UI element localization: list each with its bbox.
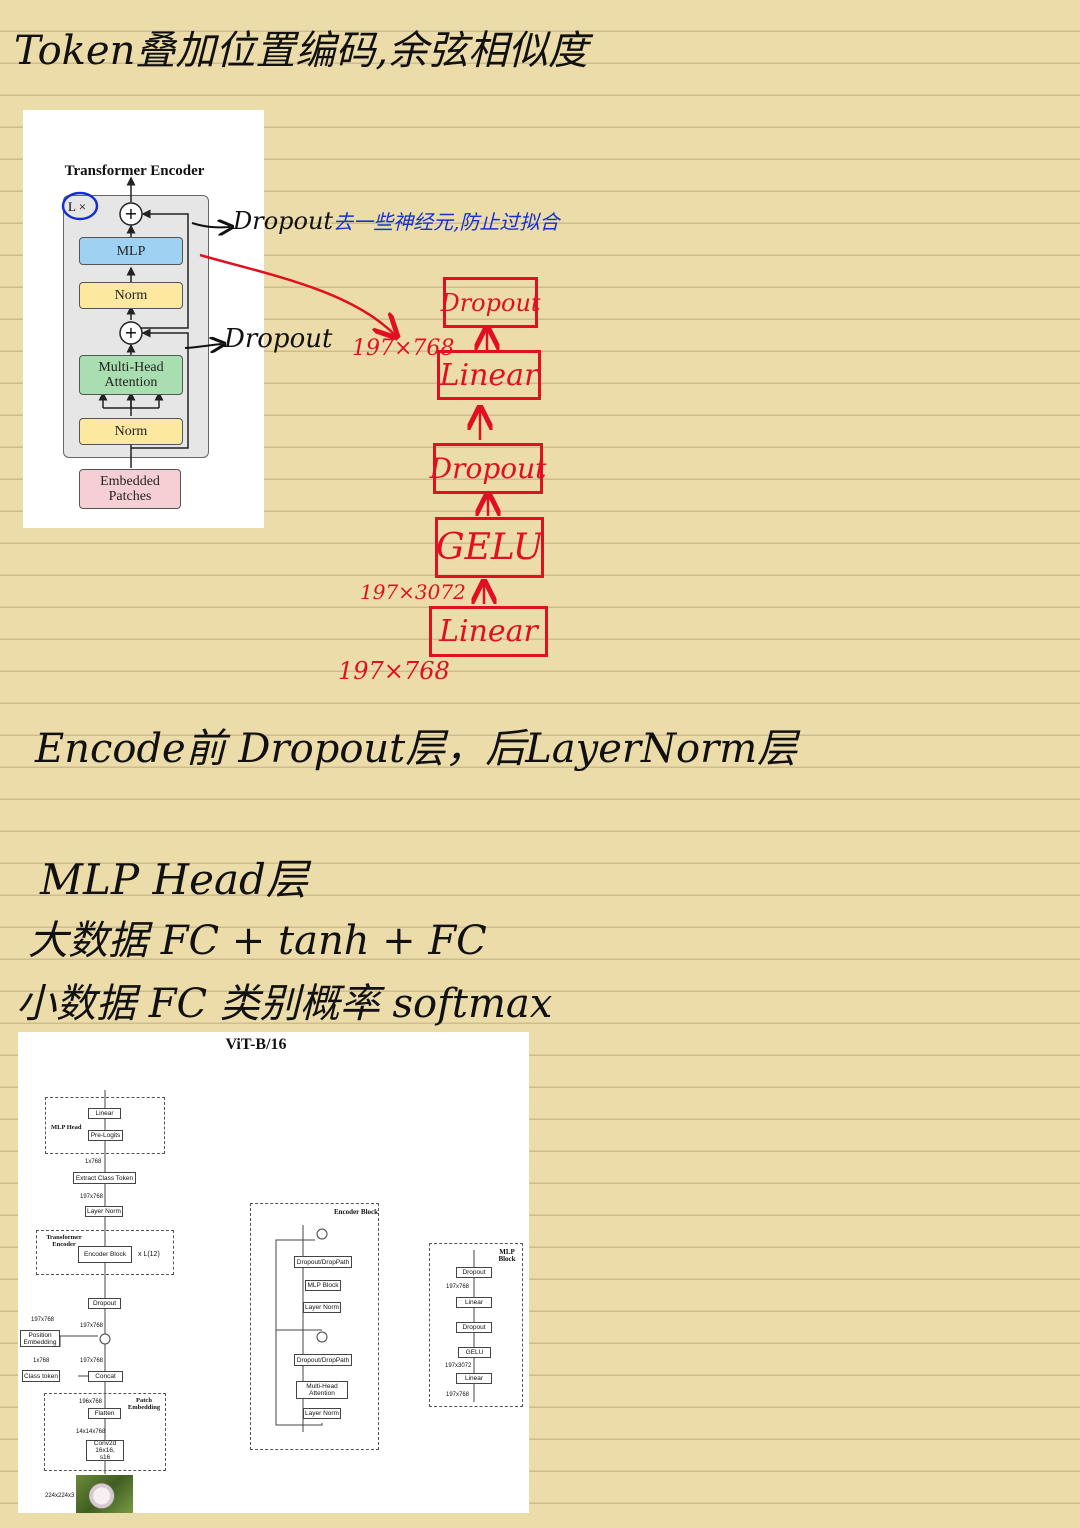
vit-dim-197x768-a: 197x768	[80, 1194, 104, 1200]
vit-concat-box: Concat	[88, 1371, 123, 1382]
vit-class-token-box: Class token	[22, 1370, 60, 1382]
encoder-connectors	[61, 176, 189, 468]
vit-eb-dropout-top: Dropout/DropPath	[294, 1256, 352, 1268]
small-data-note: 小数据 FC 类别概率 softmax	[16, 981, 553, 1027]
mlp-diagram-block-dropout-top: Dropout	[440, 277, 541, 328]
dropout-note-top-label: Dropout	[233, 207, 334, 235]
vit-input-image	[76, 1475, 133, 1513]
big-data-note: 大数据 FC + tanh + FC	[28, 918, 487, 964]
vit-dim-14x14x768: 14x14x768	[76, 1429, 106, 1435]
vit-dim-197x768-d: 197x768	[80, 1358, 104, 1364]
vit-mlp-block-panel-label: MLP Block	[498, 1248, 516, 1263]
mlp-diagram-block-dropout-mid: Dropout	[430, 443, 546, 494]
vit-eb-layer-norm-bottom: Layer Norm	[303, 1408, 341, 1419]
mlp-box: MLP	[79, 237, 183, 265]
dropout-note-mid: Dropout	[224, 324, 333, 354]
vit-figure: ViT-B/16 MLP Head Linear Pre-Logits 1x76…	[18, 1032, 529, 1513]
vit-layer-norm-box: Layer Norm	[85, 1206, 123, 1217]
vit-mb-linear-top: Linear	[456, 1297, 492, 1308]
mlp-diagram-block-linear-top: Linear	[437, 350, 541, 400]
mlp-head-title: MLP Head层	[40, 855, 308, 904]
vit-mlp-head-group	[45, 1097, 165, 1154]
vit-transformer-encoder-label: Transformer Encoder	[46, 1234, 82, 1248]
vit-eb-dropout-bottom: Dropout/DropPath	[294, 1354, 352, 1366]
vit-mb-linear-bottom: Linear	[456, 1373, 492, 1384]
vit-encoder-block-panel	[250, 1203, 379, 1450]
vit-dropout-box: Dropout	[88, 1298, 121, 1309]
mha-box: Multi-Head Attention	[79, 355, 183, 395]
vit-mlp-block-panel	[429, 1243, 523, 1407]
vit-dim-1x768-b: 1x768	[33, 1358, 50, 1364]
vit-position-embedding-box: Position Embedding	[20, 1330, 60, 1347]
vit-flatten-box: Flatten	[88, 1408, 121, 1419]
dropout-note-top-desc: 去一些神经元,防止过拟合	[333, 210, 560, 234]
vit-mb-dim-a: 197x768	[446, 1284, 470, 1290]
vit-dim-197x768-b: 197x768	[31, 1317, 55, 1323]
vit-encoder-block-panel-label: Encoder Block	[334, 1208, 379, 1216]
vit-eb-layer-norm-top: Layer Norm	[303, 1302, 341, 1313]
vit-patch-embedding-label: Patch Embedding	[127, 1397, 161, 1411]
vit-linear-box: Linear	[88, 1108, 121, 1119]
dim-197x768-bottom: 197×768	[338, 657, 450, 685]
norm-bottom-box: Norm	[79, 418, 183, 445]
lx-label: L ×	[68, 199, 87, 214]
vit-mb-dim-c: 197x768	[446, 1392, 470, 1398]
mlp-diagram-block-linear-bottom: Linear	[429, 606, 548, 657]
plus-top: +	[124, 204, 138, 223]
vit-pre-logits-box: Pre-Logits	[88, 1130, 123, 1141]
vit-patch-embedding-group	[44, 1393, 166, 1471]
dropout-note-top: Dropout去一些神经元,防止过拟合	[233, 206, 559, 235]
vit-dim-197x768-c: 197x768	[80, 1323, 104, 1329]
vit-mlp-head-label: MLP Head	[51, 1124, 82, 1131]
vit-mb-gelu: GELU	[458, 1347, 491, 1358]
vit-xl-label: x L(12)	[138, 1251, 160, 1258]
vit-dim-1x768: 1x768	[85, 1159, 102, 1165]
vit-mb-dim-b: 197x3072	[445, 1363, 472, 1369]
vit-mb-dropout-mid: Dropout	[456, 1322, 492, 1333]
vit-mb-dropout-top: Dropout	[456, 1267, 492, 1278]
vit-extract-box: Extract Class Token	[73, 1172, 136, 1184]
vit-title: ViT-B/16	[225, 1036, 287, 1053]
vit-dim-196x768: 196x768	[79, 1399, 103, 1405]
vit-transformer-encoder-group	[36, 1230, 174, 1275]
vit-eb-mlp-block: MLP Block	[305, 1280, 341, 1291]
embedded-patches-box: Embedded Patches	[79, 469, 181, 509]
encoder-figure-title: Transformer Encoder	[64, 163, 205, 179]
transformer-encoder-figure: Transformer Encoder + + L × MLP Norm Mul…	[23, 110, 264, 528]
vit-dim-224: 224x224x3	[45, 1493, 75, 1499]
vit-eb-mha: Multi-Head Attention	[296, 1381, 348, 1399]
encode-note: Encode前 Dropout层，后LayerNorm层	[35, 726, 798, 772]
mlp-diagram-block-gelu: GELU	[435, 517, 544, 578]
norm-top-box: Norm	[79, 282, 183, 309]
plus-bottom: +	[124, 323, 138, 342]
page-title: Token叠加位置编码,余弦相似度	[14, 28, 589, 74]
vit-encoder-block-box: Encoder Block	[78, 1246, 132, 1263]
vit-conv2d-box: Conv2d 16x16, s16	[86, 1440, 124, 1461]
dim-197x3072: 197×3072	[360, 580, 466, 604]
dim-197x768: 197×768	[352, 336, 455, 361]
